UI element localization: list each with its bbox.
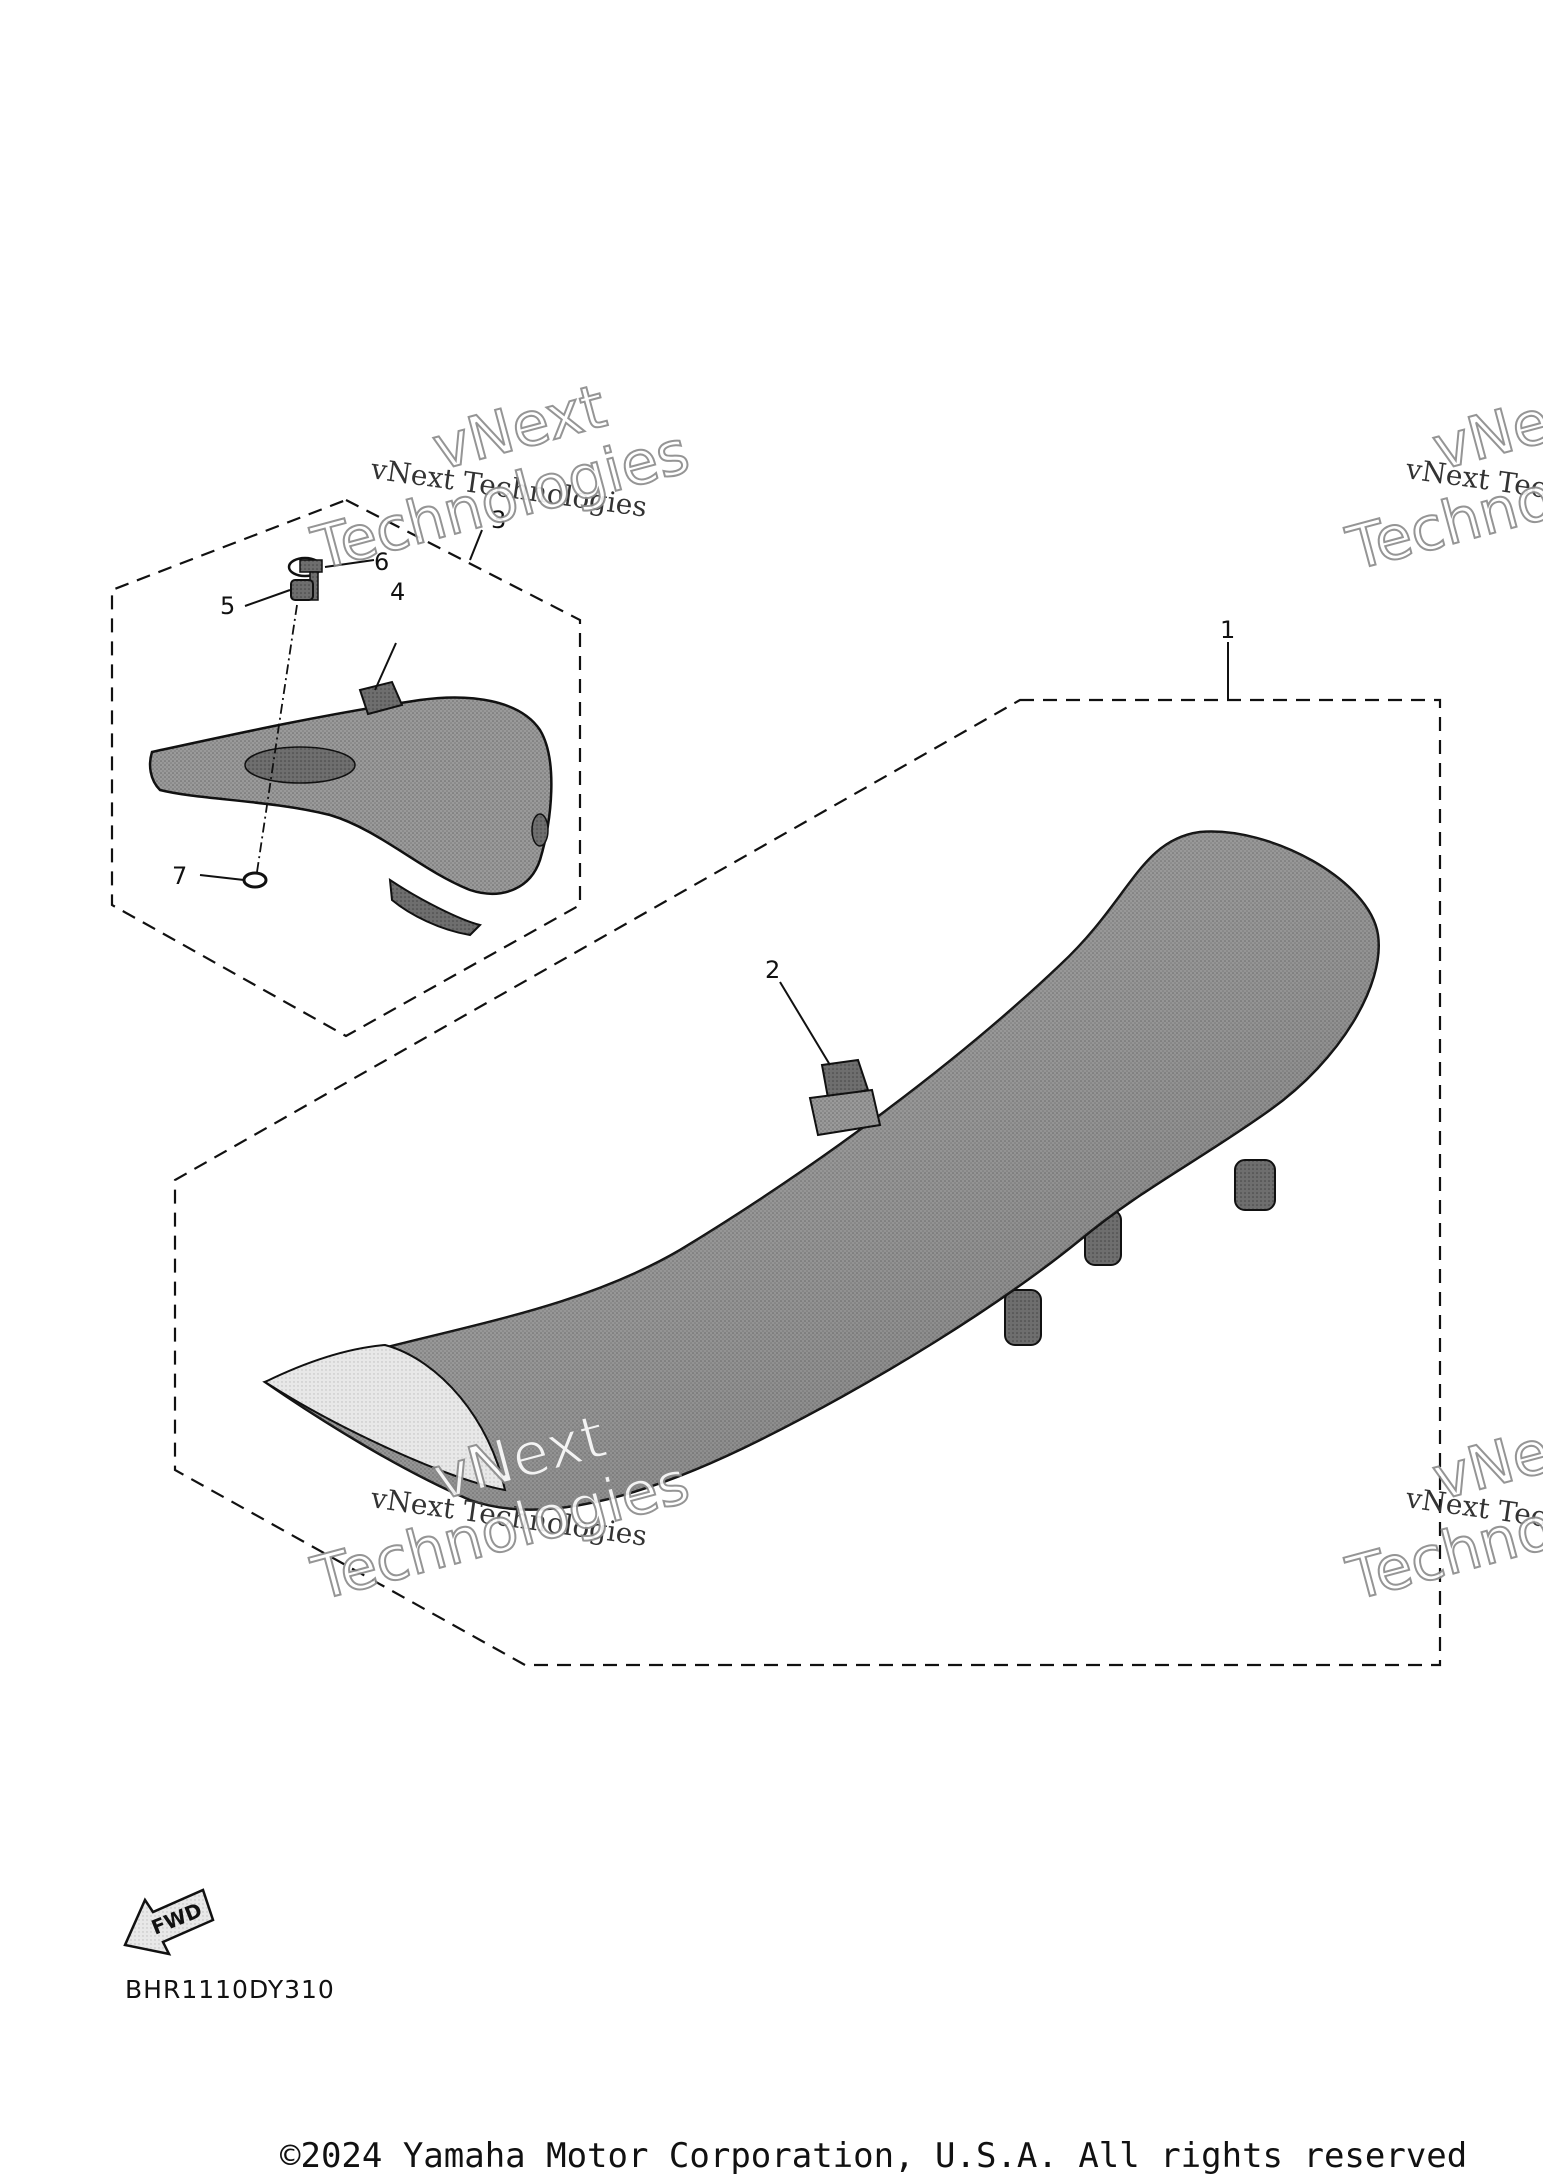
watermark-top-right: vNext Tec vNe Techno [1339,386,1543,586]
leader-lines [199,529,1229,1066]
callout-5: 5 [220,592,235,620]
callout-1: 1 [1220,616,1235,644]
seat-part [262,830,1380,1511]
watermark-top-left: vNext Technologies vNext Technologies [304,371,697,586]
callout-3: 3 [491,506,506,534]
large-assembly-boundary [173,698,1442,1667]
seat-cowl-part [148,680,553,937]
assembly-axis-line [256,604,298,873]
washer-part [242,871,268,889]
callout-2: 2 [765,956,780,984]
grommet-part [290,579,314,601]
watermark-bottom-right: vNext Tec vNe Techno [1339,1416,1543,1616]
small-assembly-boundary [110,498,582,1038]
callout-7: 7 [172,862,187,890]
diagram-code: BHR1110DY310 [125,1975,335,2004]
fwd-arrow-icon: FWD [123,1888,215,1956]
callout-6: 6 [374,548,389,576]
copyright-notice: ©2024 Yamaha Motor Corporation, U.S.A. A… [280,2136,1468,2176]
callout-4: 4 [390,578,405,606]
